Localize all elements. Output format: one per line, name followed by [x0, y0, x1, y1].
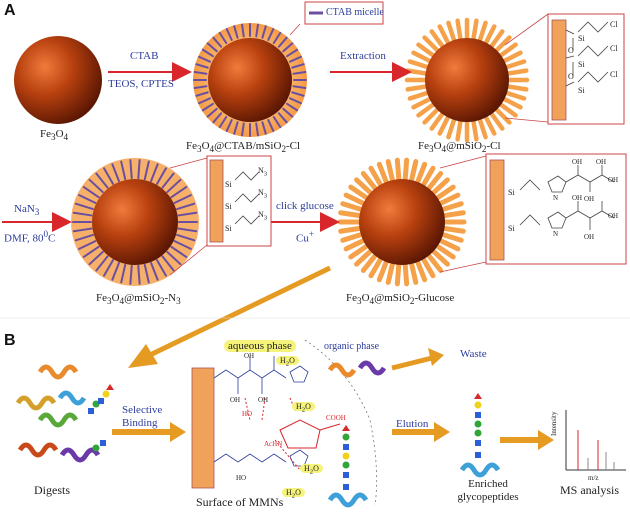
si-n3-2: Si	[225, 202, 232, 211]
oh-g-3: OH	[584, 195, 595, 203]
water-3: H2O	[300, 462, 323, 479]
si-g-2: Si	[508, 224, 515, 233]
waste-label: Waste	[460, 348, 487, 360]
n-g-1: N	[553, 194, 559, 202]
cl-3: Cl	[610, 70, 618, 79]
label-fe3o4-msio2-cl: Fe3O4@mSiO2-Cl	[418, 140, 501, 155]
n3-3: N3	[258, 210, 268, 222]
particle-msio2-n3	[71, 158, 199, 286]
oh-g-2: OH	[596, 158, 607, 166]
micelle-legend-label: CTAB micelle	[326, 7, 384, 18]
si-2: Si	[578, 60, 585, 69]
enriched-glycopeptide	[459, 393, 501, 478]
digests-peptides	[15, 364, 114, 463]
callout-cl	[504, 13, 625, 125]
aqueous-phase-label: aqueous phase	[224, 340, 296, 353]
binding-label: Binding	[122, 417, 158, 429]
organic-phase-label: organic phase	[324, 341, 380, 352]
particle-msio2-glucose	[337, 157, 467, 287]
oh-surface-2: OH	[258, 396, 269, 404]
oh-g-4: OH	[572, 194, 583, 202]
cooh-label: COOH	[326, 414, 346, 422]
oh-g-1: OH	[572, 158, 583, 166]
fe3o4-core-1	[14, 36, 102, 124]
n3-2: N3	[258, 188, 268, 200]
si-g-1: Si	[508, 188, 515, 197]
oh-g-7: OH	[608, 212, 619, 220]
label-fe3o4-msio2-n3: Fe3O4@mSiO2-N3	[96, 292, 181, 307]
cl-2: Cl	[610, 44, 618, 53]
oh-g-6: OH	[584, 233, 595, 241]
ho-surface-2: HO	[236, 474, 247, 482]
label-fe3o4-ctab-msio2-cl: Fe3O4@CTAB/mSiO2-Cl	[186, 140, 301, 155]
ho-surface-1: HO	[242, 410, 253, 418]
reagent-nan3: NaN3	[14, 203, 40, 218]
reagent-teos-cptes: TEOS, CPTES	[108, 78, 175, 90]
ms-spectrum	[565, 410, 626, 471]
ms-analysis-label: MS analysis	[560, 483, 620, 497]
acnh-label: AcHN	[264, 440, 283, 448]
reagent-cu: Cu+	[296, 229, 315, 245]
o-1: O	[568, 46, 574, 55]
label-fe3o4: Fe3O4	[40, 128, 69, 143]
mz-label: m/z	[588, 474, 599, 482]
surface-label: Surface of MMNs	[196, 495, 284, 509]
oh-surface-3: OH	[244, 352, 255, 360]
arrow-to-section-b	[128, 265, 332, 368]
water-4: H2O	[282, 486, 305, 503]
panel-label-b: B	[4, 332, 16, 349]
particle-msio2-cl	[404, 17, 530, 143]
elution-label: Elution	[396, 418, 429, 430]
reagent-dmf: DMF, 800C	[4, 229, 56, 245]
mmn-surface	[191, 367, 215, 489]
o-2: O	[568, 72, 574, 81]
oh-surface-1: OH	[230, 396, 241, 404]
si-n3-1: Si	[225, 180, 232, 189]
water-2: H2O	[292, 400, 315, 417]
reagent-click-glucose: click glucose	[276, 200, 334, 212]
oh-g-5: OH	[608, 176, 619, 184]
intensity-label: Intensity	[550, 411, 558, 437]
organic-peptide	[327, 360, 387, 378]
label-fe3o4-msio2-glucose: Fe3O4@mSiO2-Glucose	[346, 292, 455, 307]
water-1: H2O	[276, 354, 299, 371]
si-3: Si	[578, 86, 585, 95]
reagent-ctab: CTAB	[130, 50, 159, 62]
callout-glucose	[439, 153, 627, 273]
arrow-waste	[391, 355, 433, 371]
callout-n3	[169, 155, 272, 276]
panel-label-a: A	[4, 2, 16, 19]
n3-1: N3	[258, 166, 268, 178]
surface-chains	[213, 356, 309, 467]
digests-label: Digests	[34, 483, 70, 497]
selective-label: Selective	[122, 404, 163, 416]
sialic-acid-ring	[279, 419, 341, 449]
n-g-2: N	[553, 230, 559, 238]
micelle-legend-box	[304, 1, 384, 25]
si-1: Si	[578, 34, 585, 43]
cl-1: Cl	[610, 20, 618, 29]
particle-ctab-msio2	[193, 23, 307, 137]
si-n3-3: Si	[225, 224, 232, 233]
reagent-extraction: Extraction	[340, 50, 386, 62]
phase-boundary	[304, 339, 378, 506]
bound-glycopeptide	[327, 425, 369, 508]
